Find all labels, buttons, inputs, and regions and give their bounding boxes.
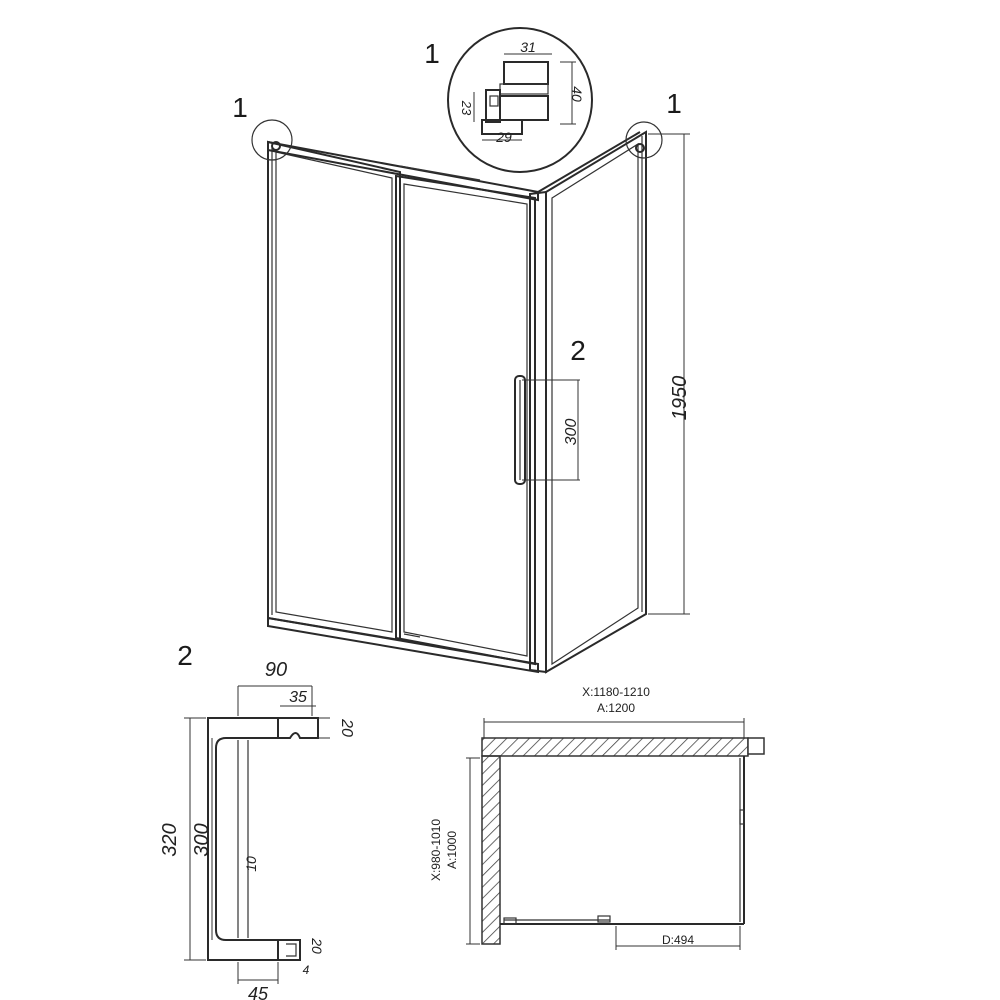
callout-1-top: 1 <box>424 38 440 69</box>
left-fixed-panel <box>267 140 401 642</box>
detail-circle-left <box>251 119 293 161</box>
plan-width-nominal: A:1200 <box>597 701 635 715</box>
profile-width-bottom: 29 <box>495 129 512 145</box>
handle-overall-height: 320 <box>159 823 181 856</box>
enclosure-3d-view: 1950 300 <box>251 119 691 674</box>
profile-height: 40 <box>569 86 585 102</box>
callout-2-handle: 2 <box>570 335 586 366</box>
profile-detail: 31 40 23 29 <box>447 27 593 173</box>
detail-circle-right <box>625 121 663 159</box>
door-handle <box>514 375 526 485</box>
handle-detail: 90 35 20 320 300 10 20 4 45 <box>159 659 355 1000</box>
callout-1-right: 1 <box>666 88 682 119</box>
plan-depth-range: X:980-1010 <box>429 819 443 881</box>
plan-depth-nominal: A:1000 <box>445 831 459 869</box>
plan-side-wall <box>481 755 501 945</box>
corner-bracket-right <box>635 143 645 153</box>
bottom-rail <box>267 616 539 674</box>
top-rail <box>267 140 539 202</box>
handle-mount-height-top: 20 <box>338 718 355 737</box>
handle-offset: 4 <box>303 963 310 977</box>
profile-width-top: 31 <box>520 39 536 55</box>
handle-length-value: 300 <box>563 419 580 446</box>
corner-bracket-left <box>271 141 281 151</box>
right-side-panel <box>537 130 647 674</box>
plan-door-opening: D:494 <box>662 933 694 947</box>
handle-grip-length: 300 <box>191 823 213 856</box>
plan-width-range: X:1180-1210 <box>582 685 650 699</box>
callout-2-section: 2 <box>177 640 193 671</box>
handle-depth-total: 90 <box>265 659 287 681</box>
height-value: 1950 <box>669 376 691 421</box>
handle-length-dimension: 300 <box>522 379 580 481</box>
profile-inner-height: 23 <box>459 100 474 116</box>
handle-base-width: 45 <box>248 984 269 1000</box>
plan-view: X:1180-1210 A:1200 X:980-1010 A:1000 D:4… <box>429 685 765 950</box>
handle-bar-diameter: 10 <box>243 856 259 872</box>
plan-back-wall <box>481 737 749 757</box>
handle-mount-width: 35 <box>289 689 307 706</box>
corner-post <box>529 190 547 674</box>
height-dimension: 1950 <box>648 133 691 615</box>
callout-1-left: 1 <box>232 92 248 123</box>
handle-mount-height-bottom: 20 <box>309 937 325 954</box>
